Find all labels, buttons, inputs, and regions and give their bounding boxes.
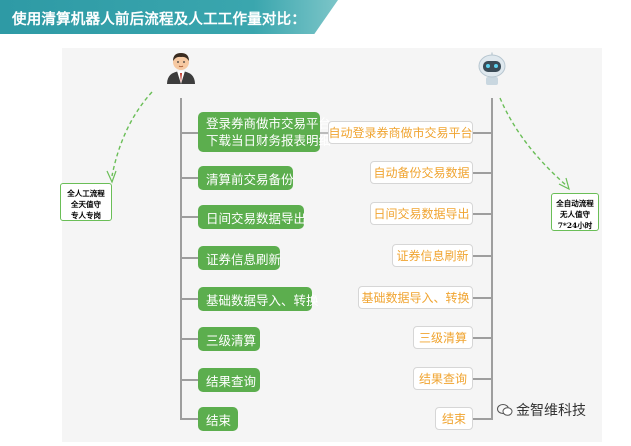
manual-step-4: 证券信息刷新	[198, 246, 281, 270]
manual-branch	[180, 257, 198, 259]
robot-step-2: 自动备份交易数据	[370, 161, 473, 184]
manual-branch	[180, 418, 198, 420]
robot-step-7: 结果查询	[413, 367, 473, 390]
robot-step-1: 自动登录券商做市交易平台	[328, 121, 473, 144]
manual-note-curve	[111, 91, 153, 177]
title-banner	[0, 0, 338, 34]
robot-icon	[478, 52, 506, 85]
manual-note: 全人工流程 全天值守 专人专岗	[60, 183, 112, 221]
manual-step-1: 登录券商做市交易平台 下载当日财务报表明细	[198, 112, 331, 152]
robot-note-curve	[499, 97, 568, 187]
robot-step-8: 结束	[435, 407, 473, 430]
robot-step-4: 证券信息刷新	[392, 244, 473, 267]
manual-branch	[180, 298, 198, 300]
robot-branch	[473, 172, 491, 174]
businessman-icon	[167, 53, 195, 84]
manual-step-2: 清算前交易备份	[198, 166, 294, 190]
robot-branch	[473, 297, 491, 299]
robot-note-arrow	[558, 177, 570, 191]
robot-branch	[473, 255, 491, 257]
robot-branch	[473, 132, 491, 134]
manual-trunk	[180, 98, 182, 420]
manual-branch	[180, 379, 198, 381]
manual-branch	[180, 216, 198, 218]
robot-step-6: 三级清算	[413, 326, 473, 349]
manual-branch	[180, 338, 198, 340]
robot-branch	[473, 418, 491, 420]
manual-step-3: 日间交易数据导出	[198, 205, 306, 229]
manual-step-8: 结束	[198, 407, 238, 431]
watermark-text: 金智维科技	[516, 403, 586, 419]
robot-step-3: 日间交易数据导出	[370, 202, 473, 225]
manual-step-7: 结果查询	[198, 368, 260, 392]
manual-branch	[180, 177, 198, 179]
manual-step-5: 基础数据导入、转换	[198, 287, 319, 311]
step-link-line	[318, 132, 328, 134]
manual-step-6: 三级清算	[198, 327, 260, 351]
robot-branch	[473, 213, 491, 215]
manual-note-arrow	[106, 170, 117, 184]
robot-branch	[473, 337, 491, 339]
robot-note: 全自动流程 无人值守 7*24小时	[551, 193, 599, 231]
manual-branch	[180, 132, 198, 134]
page-title: 使用清算机器人前后流程及人工工作量对比：	[12, 12, 306, 28]
robot-trunk	[491, 98, 493, 420]
diagram-panel	[62, 48, 602, 442]
robot-branch	[473, 378, 491, 380]
robot-step-5: 基础数据导入、转换	[358, 286, 473, 309]
wechat-icon	[497, 404, 513, 416]
